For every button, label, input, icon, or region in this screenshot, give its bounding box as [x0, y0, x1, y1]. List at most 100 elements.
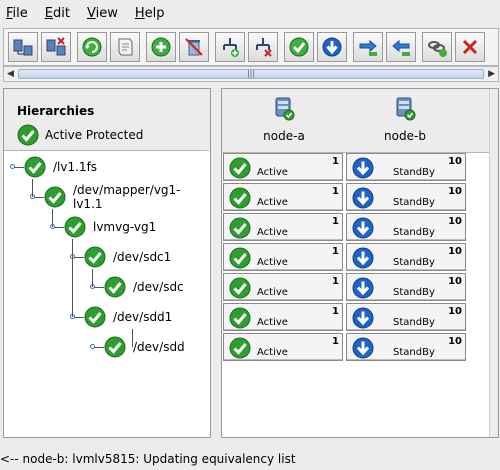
tree-node-label: /dev/mapper/vg1-lv1.1 — [73, 183, 181, 211]
hierarchies-status: Active Protected — [17, 124, 143, 146]
scroll-left-icon[interactable]: ◀ — [7, 69, 14, 79]
resource-state: StandBy — [393, 317, 435, 328]
check-icon — [104, 336, 126, 358]
server-icon — [275, 97, 295, 121]
resource-state: StandBy — [393, 287, 435, 298]
tree-node[interactable]: /dev/sdc — [104, 275, 184, 299]
check-icon — [229, 247, 251, 269]
extend-button[interactable] — [353, 32, 383, 62]
standby-arrow-down-icon — [352, 157, 374, 179]
tree-node-label: /dev/sdc1 — [113, 250, 172, 264]
remove-dependency-icon — [462, 39, 478, 55]
resource-state: Active — [257, 227, 288, 238]
scroll-right-icon[interactable]: ▶ — [488, 69, 495, 79]
resource-priority: 10 — [448, 306, 462, 317]
tree-node[interactable]: /dev/sdd1 — [84, 305, 172, 329]
resource-priority: 1 — [332, 306, 339, 317]
server-name: node-a — [263, 129, 305, 143]
servers-header: node-a node-b — [222, 89, 498, 153]
resource-state: Active — [257, 167, 288, 178]
standby-arrow-down-icon — [352, 277, 374, 299]
tree-node[interactable]: /lv1.1fs — [24, 155, 97, 179]
servers-scrollbar[interactable] — [489, 89, 498, 437]
tree-connector — [32, 197, 44, 198]
check-icon — [229, 217, 251, 239]
menu-help[interactable]: Help — [134, 6, 165, 21]
disconnect-server-icon — [46, 37, 66, 56]
tree-connector — [92, 347, 104, 348]
resource-cell-node-a[interactable]: Active 1 — [223, 273, 343, 301]
tree-expander-icon[interactable] — [90, 344, 95, 349]
server-column-header[interactable]: node-b — [345, 97, 465, 143]
resource-priority: 10 — [448, 276, 462, 287]
add-button[interactable] — [146, 32, 176, 62]
resource-cell-node-b[interactable]: StandBy 10 — [346, 303, 466, 331]
check-icon — [229, 157, 251, 179]
tree-connector — [32, 179, 33, 197]
tree-node[interactable]: /dev/sdd — [104, 335, 185, 359]
tree-connector — [52, 227, 64, 228]
resource-state: StandBy — [393, 257, 435, 268]
check-icon — [104, 276, 126, 298]
menu-view[interactable]: View — [86, 6, 118, 21]
resource-priority: 10 — [448, 216, 462, 227]
refresh-button[interactable] — [77, 32, 107, 62]
standby-arrow-down-icon — [352, 217, 374, 239]
check-icon — [229, 277, 251, 299]
in-service-button[interactable] — [284, 32, 314, 62]
server-icon — [396, 97, 416, 121]
standby-arrow-down-icon — [352, 187, 374, 209]
standby-arrow-down-icon — [352, 307, 374, 329]
disconnect-server-button[interactable] — [41, 32, 71, 62]
refresh-icon — [82, 37, 102, 57]
toolbar-scrollbar[interactable]: ◀ ||| ▶ — [3, 66, 499, 82]
tree-connector — [72, 317, 84, 318]
delete-resource-button[interactable] — [248, 32, 278, 62]
add-dependency-button[interactable] — [422, 32, 452, 62]
add-icon — [151, 37, 171, 57]
remove-dependency-button[interactable] — [455, 32, 485, 62]
out-of-service-icon — [322, 37, 342, 57]
tree-node[interactable]: /dev/sdc1 — [84, 245, 171, 269]
tree-node[interactable]: /dev/mapper/vg1-lv1.1 — [44, 183, 210, 211]
tree-node[interactable]: lvmvg-vg1 — [64, 215, 156, 239]
unextend-button[interactable] — [386, 32, 416, 62]
out-of-service-button[interactable] — [317, 32, 347, 62]
resource-priority: 1 — [332, 276, 339, 287]
connect-server-button[interactable] — [8, 32, 38, 62]
resource-priority: 10 — [448, 186, 462, 197]
resource-cell-node-b[interactable]: StandBy 10 — [346, 273, 466, 301]
tree-expander-icon[interactable] — [10, 164, 15, 169]
resource-state: Active — [257, 287, 288, 298]
pane-splitter[interactable] — [211, 88, 221, 438]
connect-server-icon — [13, 39, 33, 56]
standby-arrow-down-icon — [352, 247, 374, 269]
script-button[interactable] — [110, 32, 140, 62]
hierarchies-header: Hierarchies Active Protected — [4, 89, 210, 151]
menu-edit[interactable]: Edit — [44, 6, 70, 21]
extend-icon — [359, 39, 377, 56]
server-column-header[interactable]: node-a — [224, 97, 344, 143]
menu-file[interactable]: File — [6, 6, 28, 21]
resource-state: Active — [257, 257, 288, 268]
menu-bar: File Edit View Help — [0, 0, 500, 27]
scrollbar-thumb[interactable]: ||| — [18, 69, 484, 79]
tree-node-label: /dev/sdd1 — [113, 310, 173, 324]
standby-arrow-down-icon — [352, 337, 374, 359]
create-resource-button[interactable] — [215, 32, 245, 62]
check-icon — [84, 306, 106, 328]
delete-button[interactable] — [179, 32, 209, 62]
check-icon — [229, 307, 251, 329]
